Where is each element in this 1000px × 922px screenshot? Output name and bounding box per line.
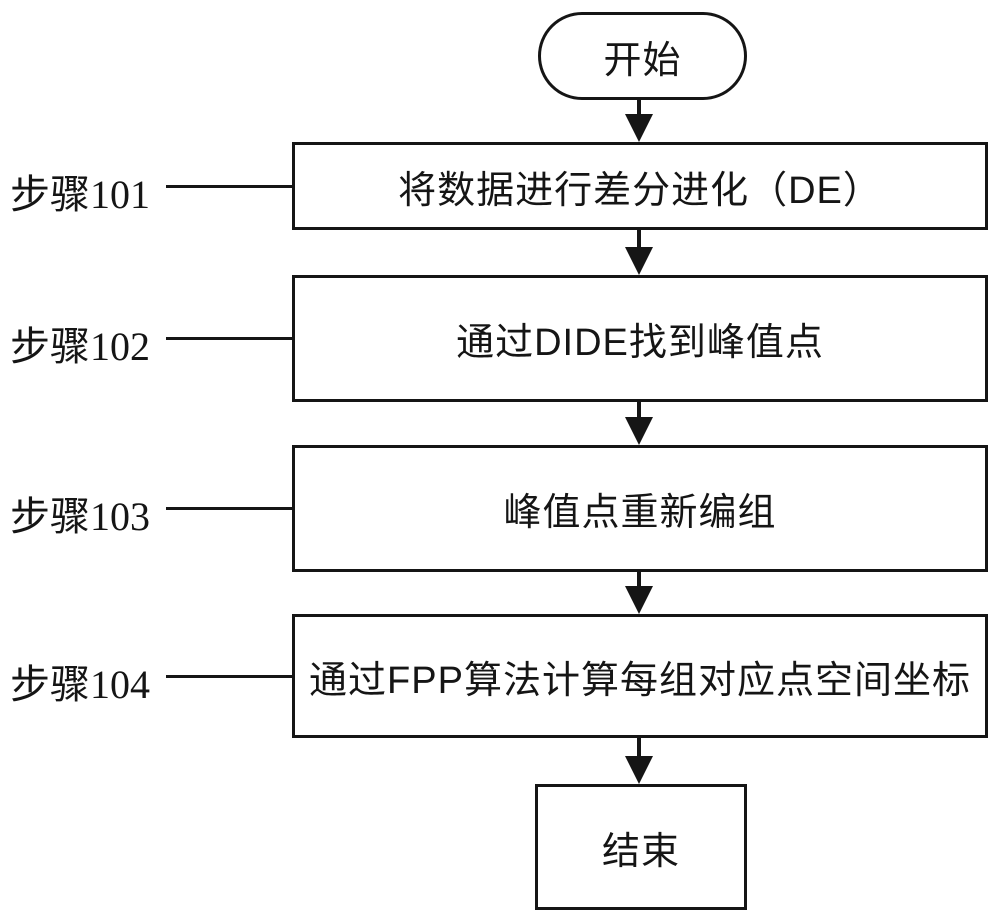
flow-arrow-head: [625, 114, 653, 142]
step-label-101: 步骤101: [10, 172, 150, 217]
flow-arrow-head: [625, 417, 653, 445]
flow-arrow-stem: [637, 572, 641, 588]
step-label-104: 步骤104: [10, 662, 150, 707]
leader-line-103: [166, 507, 292, 510]
flow-arrow-stem: [637, 100, 641, 118]
step-label-102: 步骤102: [10, 324, 150, 369]
leader-line-102: [166, 337, 292, 340]
step-label-103: 步骤103: [10, 494, 150, 539]
end-terminal-node: 结束: [535, 784, 747, 910]
start-terminal-node: 开始: [538, 12, 747, 100]
process-box-104-label: 通过FPP算法计算每组对应点空间坐标: [309, 659, 971, 702]
start-terminal-label: 开始: [603, 39, 682, 82]
leader-line-104: [166, 675, 292, 678]
flow-arrow-head: [625, 586, 653, 614]
flow-arrow-stem: [637, 402, 641, 419]
flow-arrow-head: [625, 247, 653, 275]
process-box-102-label: 通过DIDE找到峰值点: [456, 322, 824, 364]
flow-arrow-head: [625, 756, 653, 784]
process-box-103-label: 峰值点重新编组: [503, 492, 777, 534]
process-box-104: 通过FPP算法计算每组对应点空间坐标: [292, 614, 988, 738]
process-box-103: 峰值点重新编组: [292, 445, 988, 572]
flow-arrow-stem: [637, 738, 641, 758]
flow-arrow-stem: [637, 230, 641, 249]
end-terminal-label: 结束: [601, 830, 680, 873]
process-box-101-label: 将数据进行差分进化（DE）: [398, 169, 882, 212]
leader-line-101: [166, 185, 292, 188]
process-box-101: 将数据进行差分进化（DE）: [292, 142, 988, 230]
process-box-102: 通过DIDE找到峰值点: [292, 275, 988, 402]
